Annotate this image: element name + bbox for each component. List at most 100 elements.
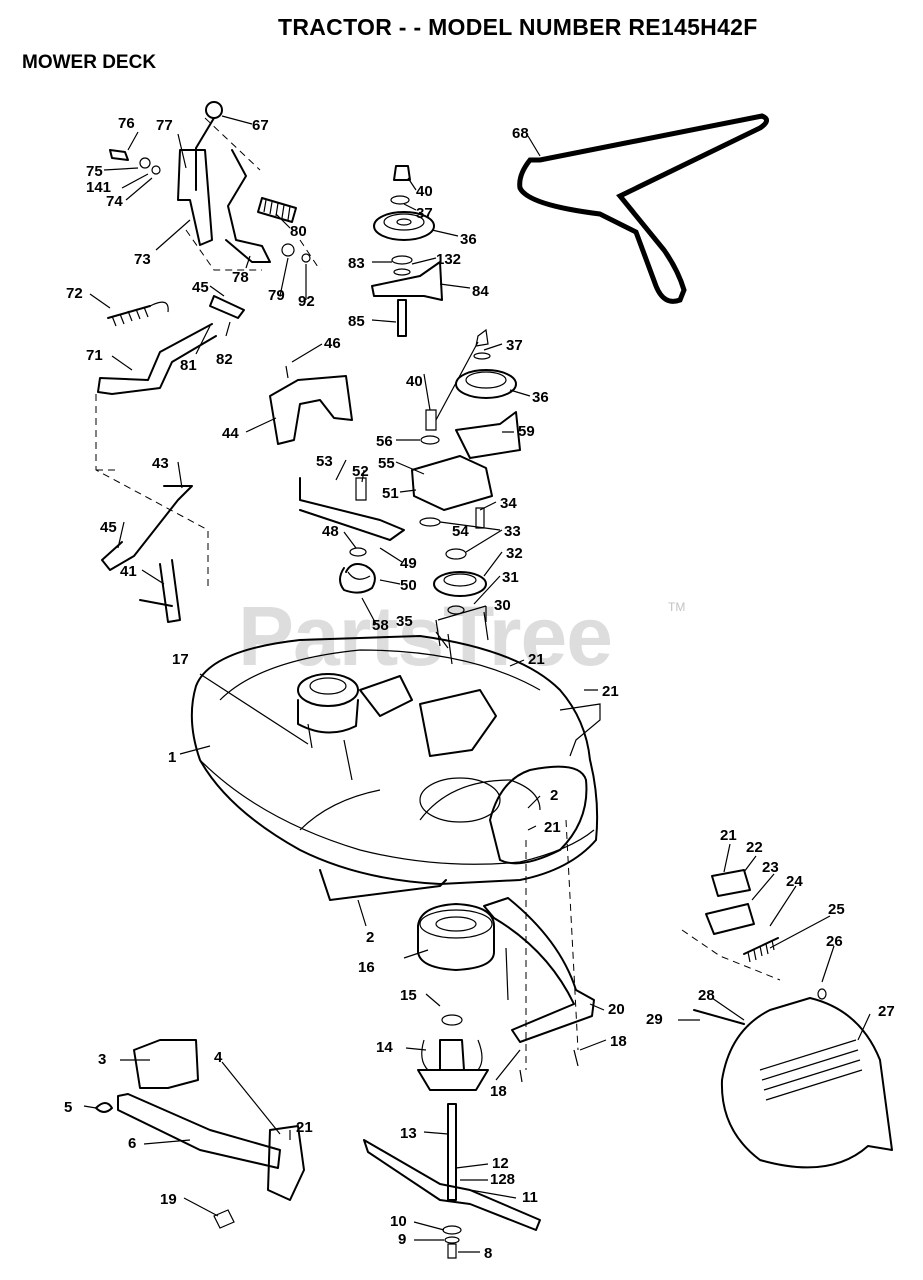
callout-18-b: 18 — [490, 1083, 507, 1100]
callout-12: 12 — [492, 1155, 509, 1172]
callout-59: 59 — [518, 423, 535, 440]
callout-81: 81 — [180, 357, 197, 374]
callout-46: 46 — [324, 335, 341, 352]
callout-19: 19 — [160, 1191, 177, 1208]
callout-25: 25 — [828, 901, 845, 918]
callout-51: 51 — [382, 485, 399, 502]
callout-leaders — [83, 115, 871, 1253]
callout-56: 56 — [376, 433, 393, 450]
callout-49: 49 — [400, 555, 417, 572]
page-title: TRACTOR - - MODEL NUMBER RE145H42F — [278, 14, 758, 40]
callout-36-upper: 36 — [460, 231, 477, 248]
drive-belt — [517, 113, 769, 304]
watermark-trademark: TM — [668, 600, 686, 614]
callout-15: 15 — [400, 987, 417, 1004]
callout-92: 92 — [298, 293, 315, 310]
callout-13: 13 — [400, 1125, 417, 1142]
callout-79: 79 — [268, 287, 285, 304]
callout-132: 132 — [436, 251, 461, 268]
callout-10: 10 — [390, 1213, 407, 1230]
callout-2-a: 2 — [550, 787, 558, 804]
callout-53: 53 — [316, 453, 333, 470]
callout-41: 41 — [120, 563, 137, 580]
callout-75: 75 — [86, 163, 103, 180]
callout-4: 4 — [214, 1049, 223, 1066]
callout-141: 141 — [86, 179, 111, 196]
lift-linkage — [95, 295, 245, 623]
callout-58: 58 — [372, 617, 389, 634]
callout-20: 20 — [608, 1001, 625, 1018]
callout-21-d: 21 — [720, 827, 737, 844]
anti-scalp-arm — [483, 819, 595, 1083]
callout-17: 17 — [172, 651, 189, 668]
callout-40-upper: 40 — [416, 183, 433, 200]
callout-72: 72 — [66, 285, 83, 302]
front-hanger-brackets — [95, 1039, 305, 1229]
lift-lever-assembly — [109, 101, 321, 271]
callout-8: 8 — [484, 1245, 492, 1262]
callout-44: 44 — [222, 425, 239, 442]
callout-71: 71 — [86, 347, 103, 364]
callout-24: 24 — [786, 873, 803, 890]
callout-33: 33 — [504, 523, 521, 540]
callout-14: 14 — [376, 1039, 393, 1056]
callout-21-b: 21 — [602, 683, 619, 700]
callout-29: 29 — [646, 1011, 663, 1028]
callout-128: 128 — [490, 1171, 515, 1188]
callout-31: 31 — [502, 569, 519, 586]
callout-35: 35 — [396, 613, 413, 630]
callout-30: 30 — [494, 597, 511, 614]
callout-16: 16 — [358, 959, 375, 976]
callout-55: 55 — [378, 455, 395, 472]
callout-36-lower: 36 — [532, 389, 549, 406]
callout-18-a: 18 — [610, 1033, 627, 1050]
callout-45-upper: 45 — [192, 279, 209, 296]
callout-32: 32 — [506, 545, 523, 562]
callout-2-b: 2 — [366, 929, 374, 946]
callout-73: 73 — [134, 251, 151, 268]
mower-deck-housing — [190, 635, 601, 901]
callout-77: 77 — [156, 117, 173, 134]
deck-pulley-lower — [433, 548, 489, 665]
belt-guard — [269, 365, 353, 445]
callout-23: 23 — [762, 859, 779, 876]
callout-54: 54 — [452, 523, 469, 540]
callout-83: 83 — [348, 255, 365, 272]
callout-34: 34 — [500, 495, 517, 512]
callout-74: 74 — [106, 193, 123, 210]
callout-85: 85 — [348, 313, 365, 330]
discharge-chute-assembly — [681, 869, 893, 1169]
callout-21-e: 21 — [296, 1119, 313, 1136]
callout-76: 76 — [118, 115, 135, 132]
callout-84: 84 — [472, 283, 489, 300]
callout-37-upper: 37 — [416, 205, 433, 222]
callout-37-lower: 37 — [506, 337, 523, 354]
callout-6: 6 — [128, 1135, 136, 1152]
callout-45-lower: 45 — [100, 519, 117, 536]
callout-27: 27 — [878, 1003, 895, 1020]
callout-9: 9 — [398, 1231, 406, 1248]
callout-21-a: 21 — [528, 651, 545, 668]
spindle-blade-assembly — [363, 902, 541, 1259]
callout-43: 43 — [152, 455, 169, 472]
callout-26: 26 — [826, 933, 843, 950]
callout-5: 5 — [64, 1099, 72, 1116]
section-title: MOWER DECK — [22, 52, 157, 73]
callout-22: 22 — [746, 839, 763, 856]
callout-28: 28 — [698, 987, 715, 1004]
idler-pulley-stack — [371, 165, 443, 337]
callout-3: 3 — [98, 1051, 106, 1068]
callout-67: 67 — [252, 117, 269, 134]
callout-52: 52 — [352, 463, 369, 480]
callout-21-c: 21 — [544, 819, 561, 836]
callout-50: 50 — [400, 577, 417, 594]
callout-78: 78 — [232, 269, 249, 286]
callout-80: 80 — [290, 223, 307, 240]
callout-11: 11 — [522, 1189, 538, 1206]
callout-numbers: 76 77 67 75 141 74 80 73 78 79 92 72 45 … — [64, 115, 895, 1262]
callout-82: 82 — [216, 351, 233, 368]
callout-40-lower: 40 — [406, 373, 423, 390]
callout-68: 68 — [512, 125, 529, 142]
